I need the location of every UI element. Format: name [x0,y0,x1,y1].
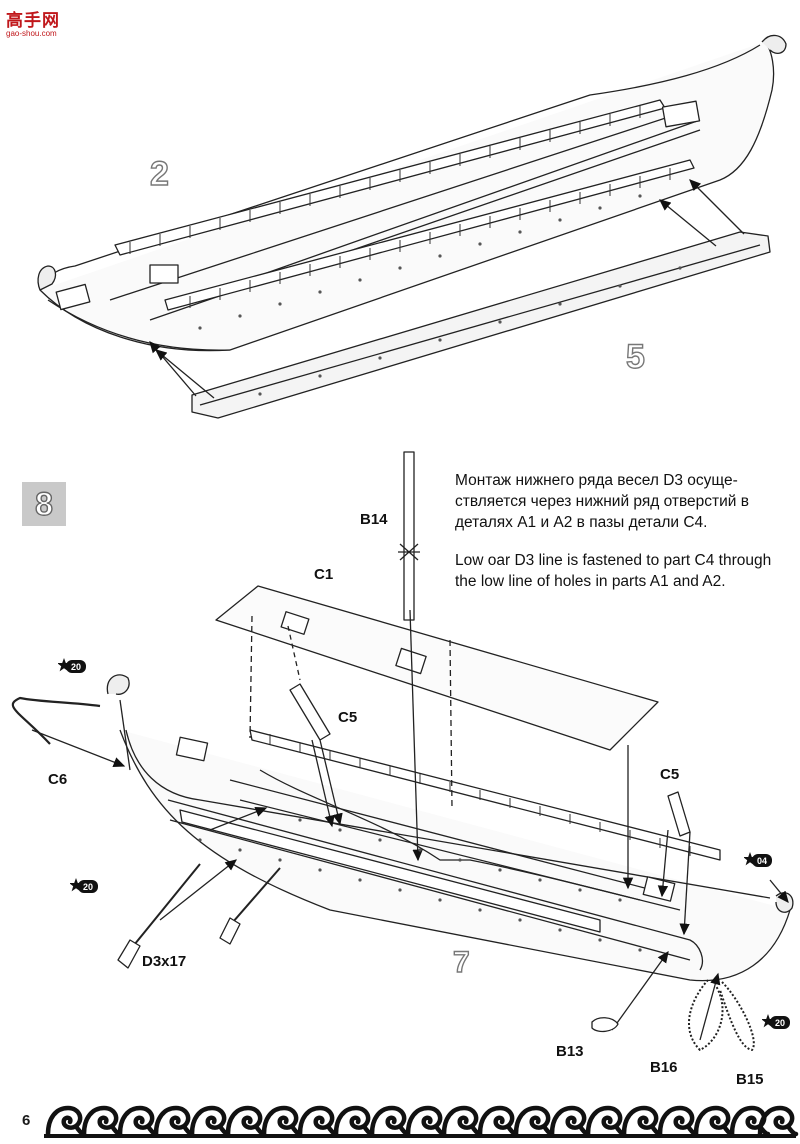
label-b16: B16 [650,1059,678,1076]
watermark-site: 高手网 [6,11,60,30]
part-5-label: 5 [625,337,645,376]
label-b13: B13 [556,1043,584,1060]
star-badge-stern: 04 [744,852,772,867]
watermark-url: gao-shou.com [6,29,57,38]
badge-d3-text: 20 [83,882,93,892]
label-d3x17: D3x17 [142,953,187,970]
note-english: Low oar D3 line is fastened to part C4 t… [455,552,772,590]
star-badge-d3: 20 [70,878,98,893]
label-b14: B14 [360,511,388,528]
step-8-box: 8 [22,482,66,526]
wave-border [44,1100,800,1138]
upper-hull-drawing [37,34,787,419]
note-russian: Монтаж нижнего ряда весел D3 осуще-ствля… [455,472,750,531]
label-b15: B15 [736,1071,764,1088]
label-c5-right: C5 [660,766,680,783]
star-badge-c6: 20 [58,658,86,673]
step-2-number: 2 [149,154,169,193]
step-8-number: 8 [34,485,53,522]
badge-stern-text: 04 [757,856,767,866]
label-c5-left: C5 [338,709,358,726]
star-badge-b15: 20 [762,1014,790,1029]
part-7-label: 7 [452,945,470,979]
watermark-logo: 高手网 gao-shou.com [6,6,60,38]
page-number: 6 [22,1112,31,1129]
label-c1: C1 [314,566,334,583]
step-8-drawing [11,451,794,1051]
badge-b15-text: 20 [775,1018,785,1028]
badge-c6-text: 20 [71,662,81,672]
label-c6: C6 [48,771,68,788]
